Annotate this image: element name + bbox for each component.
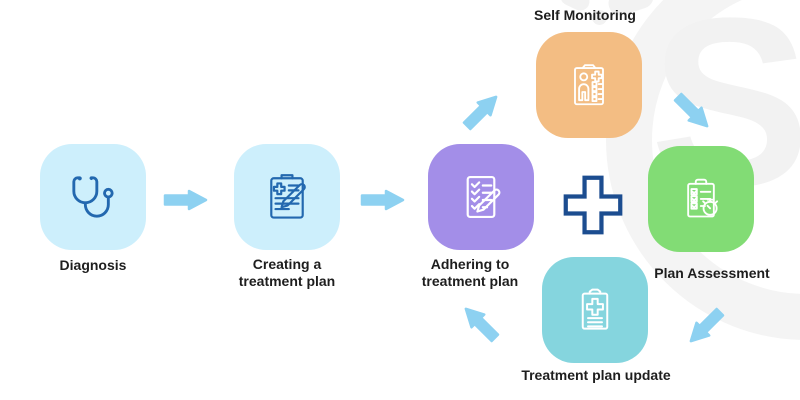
adhering-treatment-plan-box xyxy=(428,144,534,250)
patient-chart-icon xyxy=(574,64,604,106)
medical-cross-icon xyxy=(563,175,623,235)
stethoscope-icon xyxy=(72,176,114,218)
creating-treatment-plan-box xyxy=(234,144,340,250)
arrow-diagnosis-to-creating xyxy=(163,189,208,211)
treatment-plan-update-label: Treatment plan update xyxy=(521,367,671,383)
arrow-self-monitoring-to-plan-assessment xyxy=(673,92,709,128)
checklist-stopwatch-icon xyxy=(687,178,719,218)
diagnosis-label: Diagnosis xyxy=(59,257,127,273)
adhering-treatment-plan-label: Adhering to treatment plan xyxy=(421,256,519,290)
checklist-pencil-icon xyxy=(466,175,501,219)
plan-assessment-box xyxy=(648,146,754,252)
treatment-plan-update-box xyxy=(542,257,648,363)
arrow-update-to-adhering xyxy=(464,307,500,343)
watermark-blob xyxy=(592,10,607,25)
self-monitoring-label: Self Monitoring xyxy=(534,7,636,23)
clipboard-plus-icon xyxy=(581,288,609,330)
plan-assessment-label: Plan Assessment xyxy=(654,265,770,281)
arrow-creating-to-adhering xyxy=(360,189,405,211)
diagnosis-box xyxy=(40,144,146,250)
creating-treatment-plan-label: Creating a treatment plan xyxy=(238,256,336,290)
arrow-adhering-to-self-monitoring xyxy=(462,95,498,131)
self-monitoring-box xyxy=(536,32,642,138)
arrow-plan-assessment-to-update xyxy=(689,307,725,343)
clipboard-pencil-icon xyxy=(270,174,306,219)
